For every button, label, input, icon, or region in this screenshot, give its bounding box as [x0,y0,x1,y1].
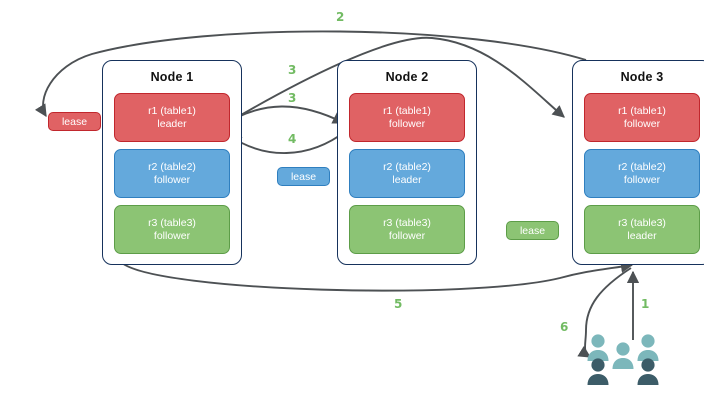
replica-node3-r2[interactable]: r2 (table2) follower [584,149,700,198]
arrow-step-6 [577,267,632,358]
replica-name: r2 (table2) [618,161,666,173]
replica-node1-r3[interactable]: r3 (table3) follower [114,205,230,254]
flow-label-3-upper: 3 [288,63,297,77]
replica-name: r1 (table1) [383,105,431,117]
lease-chip-table3[interactable]: lease [506,221,559,240]
node-card-3[interactable]: Node 3 r1 (table1) follower r2 (table2) … [572,60,704,265]
node-title: Node 3 [620,70,664,84]
replica-role: leader [627,229,657,242]
flow-label-3-lower: 3 [288,91,297,105]
node-card-2[interactable]: Node 2 r1 (table1) follower r2 (table2) … [337,60,477,265]
replica-node1-r1[interactable]: r1 (table1) leader [114,93,230,142]
arrow-step-2 [34,30,587,118]
arrow-step-3-to-node3 [221,36,565,127]
replica-node3-r1[interactable]: r1 (table1) follower [584,93,700,142]
replica-node1-r2[interactable]: r2 (table2) follower [114,149,230,198]
replica-node2-r1[interactable]: r1 (table1) follower [349,93,465,142]
node-card-1[interactable]: Node 1 r1 (table1) leader r2 (table2) fo… [102,60,242,265]
flow-label-1: 1 [641,297,650,311]
replica-role: follower [153,229,191,242]
flow-label-5: 5 [394,297,403,311]
replica-role: follower [388,117,426,130]
replica-node2-r2[interactable]: r2 (table2) leader [349,149,465,198]
replica-node2-r3[interactable]: r3 (table3) follower [349,205,465,254]
replica-role: follower [623,173,661,186]
replica-name: r3 (table3) [618,217,666,229]
flow-label-4: 4 [288,132,297,146]
replica-node3-r3[interactable]: r3 (table3) leader [584,205,700,254]
replica-name: r3 (table3) [148,217,196,229]
replica-name: r2 (table2) [148,161,196,173]
users-group-icon [587,334,659,385]
flow-label-6: 6 [560,320,569,334]
replica-name: r2 (table2) [383,161,431,173]
replica-name: r3 (table3) [383,217,431,229]
replica-role: follower [623,117,661,130]
replica-role: leader [157,117,187,130]
lease-chip-table1[interactable]: lease [48,112,101,131]
arrow-step-5 [121,260,634,292]
flow-label-2: 2 [336,10,345,24]
replica-name: r1 (table1) [148,105,196,117]
replica-role: leader [392,173,422,186]
lease-chip-table2[interactable]: lease [277,167,330,186]
node-title: Node 1 [150,70,194,84]
replica-role: follower [153,173,191,186]
node-title: Node 2 [385,70,429,84]
replica-role: follower [388,229,426,242]
replica-name: r1 (table1) [618,105,666,117]
